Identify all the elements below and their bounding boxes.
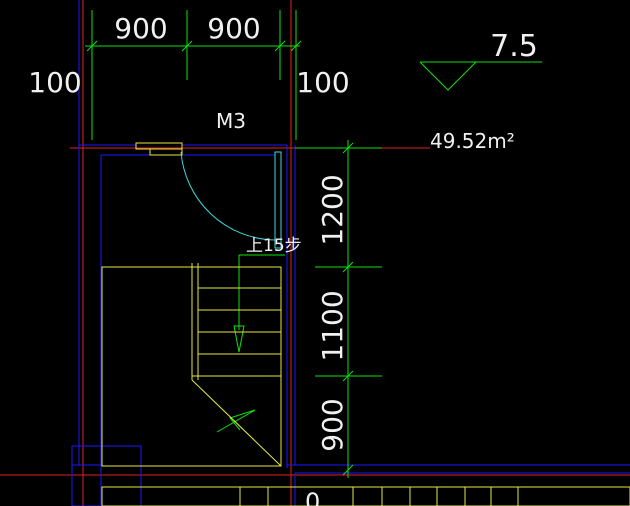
area-label: 49.52m² xyxy=(430,129,515,153)
dim-right-slash-4 xyxy=(342,464,354,476)
bottom-partial-text: 0 xyxy=(305,488,320,506)
dimension-lines xyxy=(85,10,382,478)
stair-note-label: 上15步 xyxy=(246,236,302,256)
stair-arrow-head xyxy=(233,325,245,353)
door-leaf xyxy=(274,151,282,249)
door-frame-left-inner xyxy=(149,148,183,156)
elevation-value: 7.5 xyxy=(490,29,538,64)
door-arc xyxy=(180,151,276,241)
column-bottom-left xyxy=(71,445,142,506)
dim-text-top-right-900: 900 xyxy=(207,12,260,45)
dim-slash-3 xyxy=(274,40,286,52)
dim-text-top-left-900: 900 xyxy=(114,12,167,45)
stair-outline xyxy=(101,142,630,506)
door-swing xyxy=(180,151,282,249)
dim-text-right-100: 100 xyxy=(296,66,349,99)
dim-slash-4 xyxy=(290,40,302,52)
dim-right-slash-2 xyxy=(342,261,354,273)
drawing-text: 900 900 100 100 7.5 M3 49.52m² 上15步 1200… xyxy=(28,12,538,506)
dim-text-vertical-1200: 1200 xyxy=(316,174,349,245)
dim-slash-1 xyxy=(86,40,98,52)
stair-diagonal xyxy=(191,379,282,467)
dim-text-left-100: 100 xyxy=(28,66,81,99)
dim-right-slash-1 xyxy=(342,142,354,154)
dim-text-vertical-900: 900 xyxy=(316,398,349,451)
walls xyxy=(71,0,630,506)
dim-slash-2 xyxy=(181,40,193,52)
elevation-symbol xyxy=(419,61,542,91)
dim-text-vertical-1100: 1100 xyxy=(316,290,349,361)
door-tag-label: M3 xyxy=(216,109,246,133)
bottom-strip xyxy=(101,486,630,506)
stair-break-symbol xyxy=(216,409,256,433)
elevation-triangle xyxy=(419,61,478,91)
dim-right-slash-3 xyxy=(342,370,354,382)
